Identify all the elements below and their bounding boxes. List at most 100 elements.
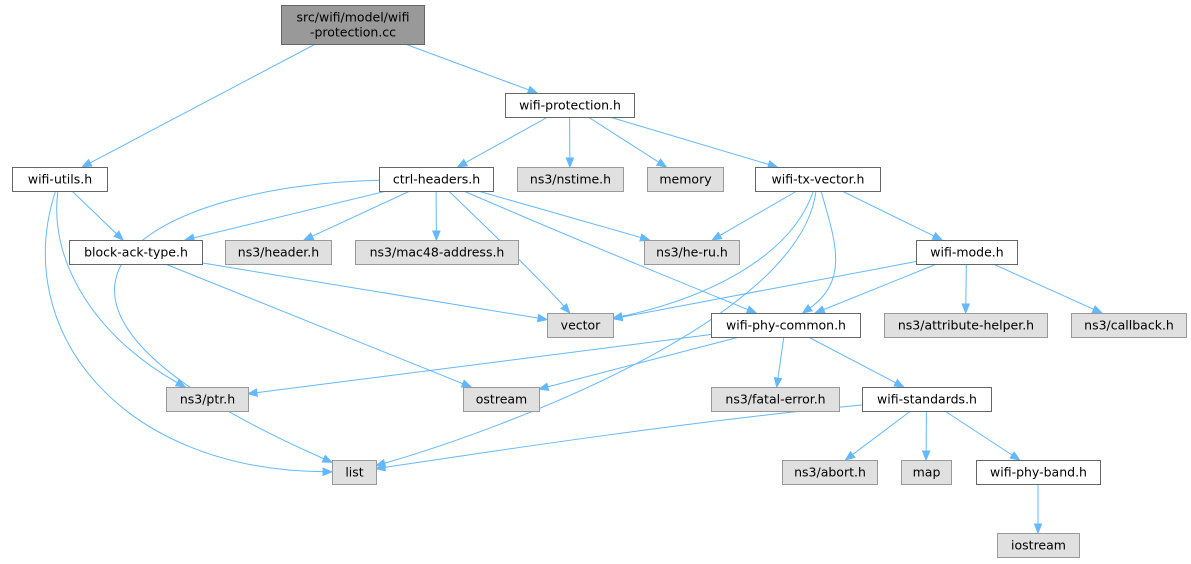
edge-arrowhead — [1091, 305, 1104, 314]
node-box — [225, 240, 332, 265]
node-wifi-utils-h[interactable]: wifi-utils.h — [12, 167, 108, 192]
edge-wifi_standards_h-to-map — [921, 410, 931, 462]
node-label: block-ack-type.h — [84, 245, 188, 260]
edge-wifi_mode_h-to-ns3_attribute_helper_h — [961, 263, 971, 315]
edge-wifi_phy_common_h-to-ostream — [537, 336, 740, 391]
edge-arrowhead — [931, 231, 944, 241]
edge-arrowhead — [113, 230, 124, 241]
edge-line — [546, 336, 740, 388]
edge-arrowhead — [844, 450, 856, 461]
edge-arrowhead — [814, 305, 826, 314]
node-box — [166, 387, 249, 412]
node-box — [884, 313, 1048, 338]
node-ctrl-headers-h[interactable]: ctrl-headers.h — [379, 167, 494, 192]
edge-wifi_mode_h-to-ns3_callback_h — [992, 263, 1104, 314]
edge-arrowhead — [460, 379, 473, 388]
node-wifi-mode-h[interactable]: wifi-mode.h — [916, 240, 1018, 265]
edge-line — [114, 179, 380, 460]
node-box — [332, 460, 377, 485]
node-block-ack-type-h[interactable]: block-ack-type.h — [69, 240, 203, 265]
node-wifi-phy-band-h[interactable]: wifi-phy-band.h — [976, 460, 1101, 485]
node-ns3-attribute-helper-h: ns3/attribute-helper.h — [884, 313, 1048, 338]
node-box — [12, 167, 108, 192]
node-wifi-tx-vector-h[interactable]: wifi-tx-vector.h — [755, 167, 881, 192]
edge-root-to-wifi_utils_h — [81, 43, 316, 168]
edge-line — [851, 410, 911, 456]
edge-line — [477, 190, 642, 239]
node-label: ns3/fatal-error.h — [725, 392, 825, 407]
node-box — [782, 460, 878, 485]
node-label: wifi-mode.h — [930, 245, 1003, 260]
edge-arrowhead — [639, 233, 651, 242]
edge-wifi_tx_vector_h-to-ns3_he_ru_h — [711, 190, 798, 241]
edge-arrowhead — [536, 313, 549, 323]
edge-arrowhead — [1009, 451, 1021, 461]
edge-line — [192, 190, 387, 239]
node-label: ns3/attribute-helper.h — [898, 318, 1034, 333]
node-wifi-standards-h[interactable]: wifi-standards.h — [862, 387, 992, 412]
node-label: ns3/mac48-address.h — [370, 245, 505, 260]
edge-arrowhead — [745, 305, 758, 314]
edge-line — [965, 263, 967, 306]
edge-wifi_phy_common_h-to-ns3_ptr_h — [246, 334, 712, 397]
node-label: wifi-standards.h — [877, 392, 977, 407]
edge-arrowhead — [537, 382, 550, 391]
edge-arrowhead — [432, 230, 441, 242]
edge-wifi_protection_h-to-wifi_tx_vector_h — [609, 116, 779, 169]
edge-line — [464, 116, 549, 164]
node-label: wifi-phy-common.h — [726, 318, 846, 333]
node-ns3-abort-h: ns3/abort.h — [782, 460, 878, 485]
edge-wifi_protection_h-to-memory — [587, 116, 668, 168]
edge-ctrl_headers_h-to-ns3_header_h — [302, 190, 411, 241]
node-label: map — [913, 465, 941, 480]
node-box — [355, 240, 519, 265]
edge-arrowhead — [81, 158, 93, 168]
edge-wifi_protection_h-to-ns3_nstime_h — [565, 116, 575, 169]
node-label: ctrl-headers.h — [393, 172, 480, 187]
node-box — [647, 167, 724, 192]
edge-wifi_tx_vector_h-to-wifi_phy_common_h — [801, 190, 837, 314]
node-label: ns3/he-ru.h — [656, 245, 728, 260]
node-label: vector — [561, 318, 602, 333]
edge-wifi_phy_common_h-to-wifi_standards_h — [808, 336, 905, 388]
node-ns3-mac48-address-h: ns3/mac48-address.h — [355, 240, 519, 265]
node-label: ns3/nstime.h — [530, 172, 611, 187]
edge-arrowhead — [921, 450, 931, 462]
edge-line — [841, 190, 936, 237]
node-box — [505, 93, 635, 118]
node-box — [862, 387, 992, 412]
node-ns3-callback-h: ns3/callback.h — [1071, 313, 1187, 338]
node-box — [916, 240, 1018, 265]
node-box — [379, 167, 494, 192]
node-ns3-header-h: ns3/header.h — [225, 240, 332, 265]
edge-wifi_tx_vector_h-to-wifi_mode_h — [841, 190, 944, 241]
edge-line — [89, 43, 316, 164]
node-box — [463, 387, 540, 412]
edge-wifi_mode_h-to-vector — [611, 261, 917, 322]
edge-wifi_mode_h-to-wifi_phy_common_h — [814, 263, 937, 314]
node-label: ns3/callback.h — [1084, 318, 1174, 333]
edge-line — [383, 404, 863, 468]
node-root[interactable]: src/wifi/model/wifi-protection.cc — [281, 5, 425, 45]
node-label: ns3/header.h — [238, 245, 319, 260]
node-wifi-phy-common-h[interactable]: wifi-phy-common.h — [711, 313, 861, 338]
edge-wifi_protection_h-to-ctrl_headers_h — [456, 116, 549, 168]
node-label: iostream — [1011, 538, 1066, 553]
node-map: map — [901, 460, 952, 485]
node-iostream: iostream — [997, 533, 1080, 558]
edge-line — [201, 262, 540, 319]
edge-wifi_utils_h-to-list — [45, 190, 334, 477]
node-label: ostream — [476, 392, 527, 407]
edge-wifi_phy_common_h-to-ns3_fatal_error_h — [773, 336, 785, 389]
edge-arrowhead — [773, 376, 783, 389]
edge-wifi_standards_h-to-ns3_abort_h — [844, 410, 911, 461]
edge-line — [944, 410, 1014, 457]
edge-line — [808, 336, 897, 384]
node-label: -protection.cc — [310, 25, 396, 40]
node-wifi-protection-h[interactable]: wifi-protection.h — [505, 93, 635, 118]
edge-line — [620, 261, 917, 318]
node-vector: vector — [547, 313, 614, 338]
nodes-layer: src/wifi/model/wifi-protection.cc wifi-pr… — [12, 5, 1187, 558]
edge-line — [992, 263, 1095, 311]
edges-layer — [45, 43, 1104, 535]
